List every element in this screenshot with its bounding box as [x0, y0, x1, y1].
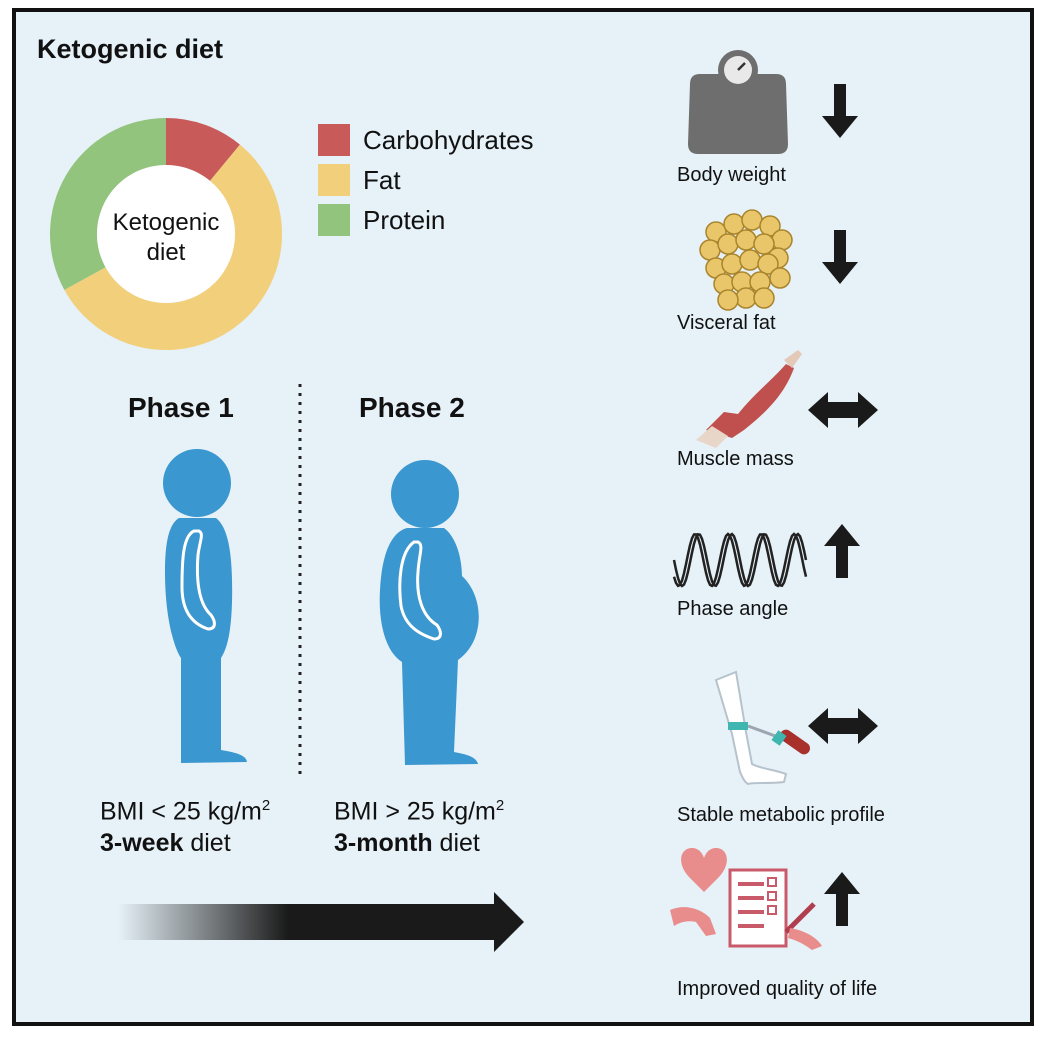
outcome-quality-of-life: Improved quality of life [677, 978, 878, 1000]
overweight-person-icon [379, 460, 479, 765]
muscle-icon [696, 350, 802, 448]
slim-person-icon [163, 449, 247, 763]
fat-cell [721, 253, 743, 275]
phase-1-title: Phase 1 [128, 392, 234, 423]
phase-1-duration: 3-week [100, 829, 184, 858]
questionnaire-icon [670, 848, 822, 950]
left-right-arrow-icon [808, 392, 878, 428]
down-arrow-icon [822, 230, 858, 284]
fat-cell [757, 253, 779, 275]
down-arrow-icon [822, 84, 858, 138]
sine-wave-icon [672, 532, 808, 588]
legend-swatch-carbohydrates [318, 124, 350, 156]
legend-item-carbohydrates: Carbohydrates [318, 124, 534, 156]
legend-item-fat: Fat [318, 164, 401, 196]
phase-2-duration-suffix: diet [432, 829, 480, 858]
donut-center-label: Ketogenic diet [112, 209, 220, 266]
scale-icon [688, 50, 788, 154]
fat-cell [735, 229, 757, 251]
fat-cell [771, 229, 793, 251]
page-title: Ketogenic diet [37, 34, 224, 64]
up-arrow-icon [824, 524, 860, 578]
legend-label-protein: Protein [363, 204, 446, 235]
legend-swatch-protein [318, 204, 350, 236]
phase-1-bmi-exponent: 2 [261, 797, 271, 814]
legend-label-fat: Fat [363, 164, 401, 195]
outcome-body-weight: Body weight [677, 164, 786, 186]
fat-cell [739, 249, 761, 271]
outcome-visceral-fat: Visceral fat [677, 312, 776, 334]
left-right-arrow-icon [808, 708, 878, 744]
graphical-abstract-frame: Ketogenic diet Ketogenic diet Carbohydra… [12, 8, 1034, 1026]
phase-2-title: Phase 2 [359, 392, 465, 423]
up-arrow-icon [824, 872, 860, 926]
outcome-muscle-mass: Muscle mass [677, 448, 794, 470]
outcome-phase-angle: Phase angle [677, 598, 789, 620]
fat-cell [753, 287, 775, 309]
legend-item-protein: Protein [318, 204, 445, 236]
fat-cell [699, 239, 721, 261]
fat-cell [717, 233, 739, 255]
macronutrient-donut-chart [50, 118, 283, 350]
donut-hole [97, 165, 235, 303]
progression-arrow [118, 892, 524, 952]
phase-1-description: BMI < 25 kg/m2 3-week diet [100, 790, 270, 859]
legend-label-carbohydrates: Carbohydrates [363, 124, 534, 155]
fat-cell [741, 209, 763, 231]
phase-2-description: BMI > 25 kg/m2 3-month diet [334, 790, 504, 859]
donut-segment-carbohydrates [166, 118, 240, 181]
phase-1-duration-suffix: diet [183, 829, 231, 858]
illustration-layer [50, 50, 878, 952]
fat-cells-icon [699, 209, 793, 311]
legend-swatch-fat [318, 164, 350, 196]
fat-cell [753, 233, 775, 255]
phase-1-bmi: BMI < 25 kg/m [100, 797, 262, 826]
fat-cell [717, 289, 739, 311]
donut-segment-protein [50, 118, 166, 290]
phase-2-duration: 3-month [334, 829, 433, 858]
blood-draw-icon [714, 670, 811, 786]
phase-2-bmi: BMI > 25 kg/m [334, 797, 496, 826]
phase-2-bmi-exponent: 2 [495, 797, 505, 814]
fat-cell [735, 287, 757, 309]
donut-segment-fat [64, 144, 283, 350]
fat-cell [769, 267, 791, 289]
outcome-metabolic-profile: Stable metabolic profile [677, 804, 885, 826]
